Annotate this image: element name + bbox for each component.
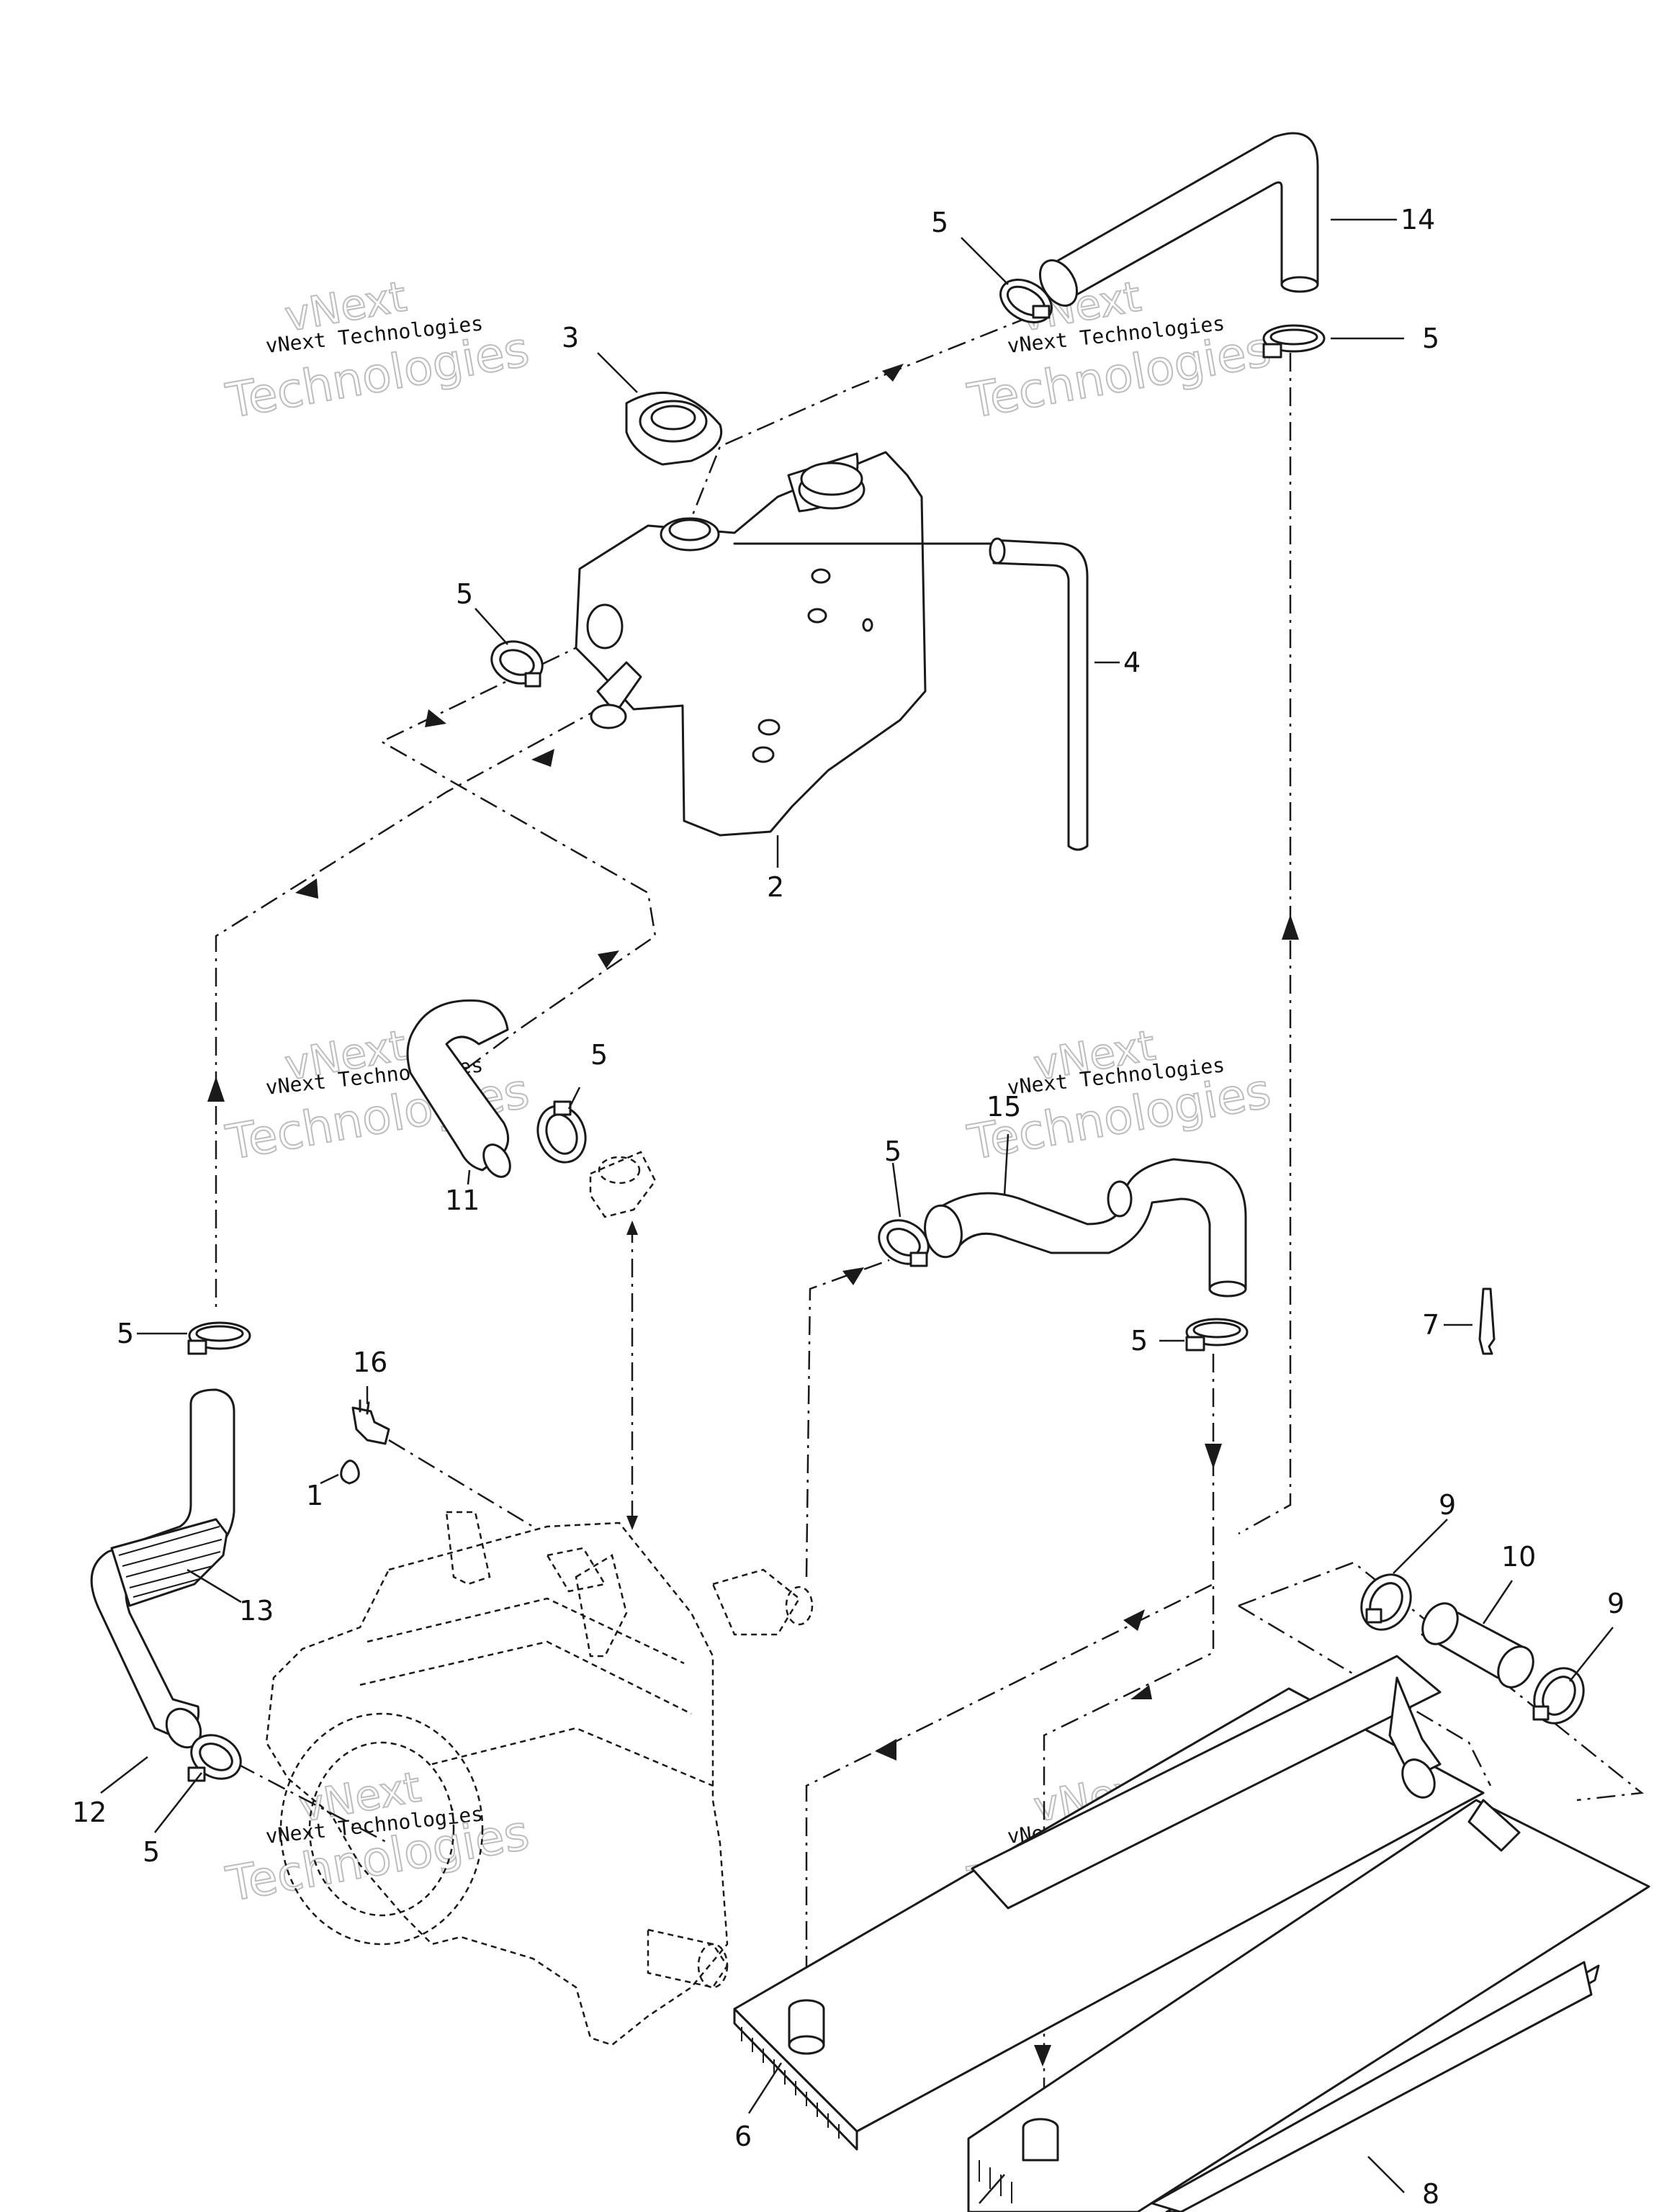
callout-9: 9 xyxy=(1439,1489,1456,1521)
hose-11 xyxy=(406,999,511,1178)
callout-5: 5 xyxy=(1130,1325,1148,1357)
callout-5: 5 xyxy=(590,1039,608,1071)
radiator-8 xyxy=(967,1799,1650,2212)
callout-5: 5 xyxy=(117,1318,134,1349)
hose-15 xyxy=(924,1158,1247,1298)
hose-clamp-5-hose-15-left xyxy=(878,1219,930,1267)
hose-clamp-9-left xyxy=(1360,1573,1412,1631)
callout-2: 2 xyxy=(767,871,784,903)
hose-clamp-5-hose-15-bottom xyxy=(1185,1318,1249,1352)
watermark-bottom-left: vNext vNext Technologies Technologies xyxy=(221,1761,534,1913)
coolant-tank-2 xyxy=(575,451,1002,837)
callout-5: 5 xyxy=(884,1136,902,1167)
callout-5: 5 xyxy=(1422,323,1439,354)
callout-12: 12 xyxy=(72,1797,107,1828)
callout-4: 4 xyxy=(1123,647,1141,678)
callout-labels: 5 14 5 3 5 4 2 5 11 15 5 5 7 5 16 1 13 1… xyxy=(72,204,1624,2210)
callout-9: 9 xyxy=(1607,1588,1624,1619)
callout-11: 11 xyxy=(445,1184,480,1216)
washer-1 xyxy=(340,1460,360,1485)
leader-lines xyxy=(100,218,1614,2204)
temperature-sensor-16 xyxy=(351,1399,390,1445)
callout-1: 1 xyxy=(306,1480,323,1511)
connector-tube-10 xyxy=(1421,1602,1534,1689)
hose-14 xyxy=(1038,132,1319,307)
callout-8: 8 xyxy=(1422,2178,1439,2210)
hose-clamp-5-top-right xyxy=(1262,324,1326,359)
hose-clamp-5-hose-11 xyxy=(536,1100,587,1164)
callout-6: 6 xyxy=(734,2121,752,2152)
callout-7: 7 xyxy=(1422,1309,1439,1341)
hose-clamp-9-right xyxy=(1532,1667,1585,1725)
hose-clamp-5-top-left xyxy=(999,279,1053,323)
hose-clamp-5-bottom-left xyxy=(187,1734,242,1782)
callout-3: 3 xyxy=(562,322,579,354)
callout-5: 5 xyxy=(931,207,948,238)
hose-clamp-5-tank xyxy=(490,640,544,688)
engine-block xyxy=(265,1511,814,2046)
bellows-13 xyxy=(110,1518,228,1607)
callout-10: 10 xyxy=(1501,1541,1536,1573)
hose-clamp-5-left xyxy=(187,1321,251,1355)
radiator-6 xyxy=(733,1655,1485,2151)
thermostat-housing xyxy=(589,1151,657,1218)
radiator-cap-3 xyxy=(625,392,722,466)
fitting-7 xyxy=(1478,1287,1496,1355)
callout-14: 14 xyxy=(1401,204,1435,235)
callout-5: 5 xyxy=(143,1836,160,1868)
callout-13: 13 xyxy=(239,1595,274,1627)
overflow-hose-4 xyxy=(989,537,1089,851)
watermark-top-left: vNext vNext Technologies Technologies xyxy=(221,271,534,430)
flow-arrows xyxy=(207,364,1299,2067)
callout-15: 15 xyxy=(986,1091,1021,1123)
callout-16: 16 xyxy=(353,1346,387,1378)
callout-5: 5 xyxy=(456,578,473,610)
